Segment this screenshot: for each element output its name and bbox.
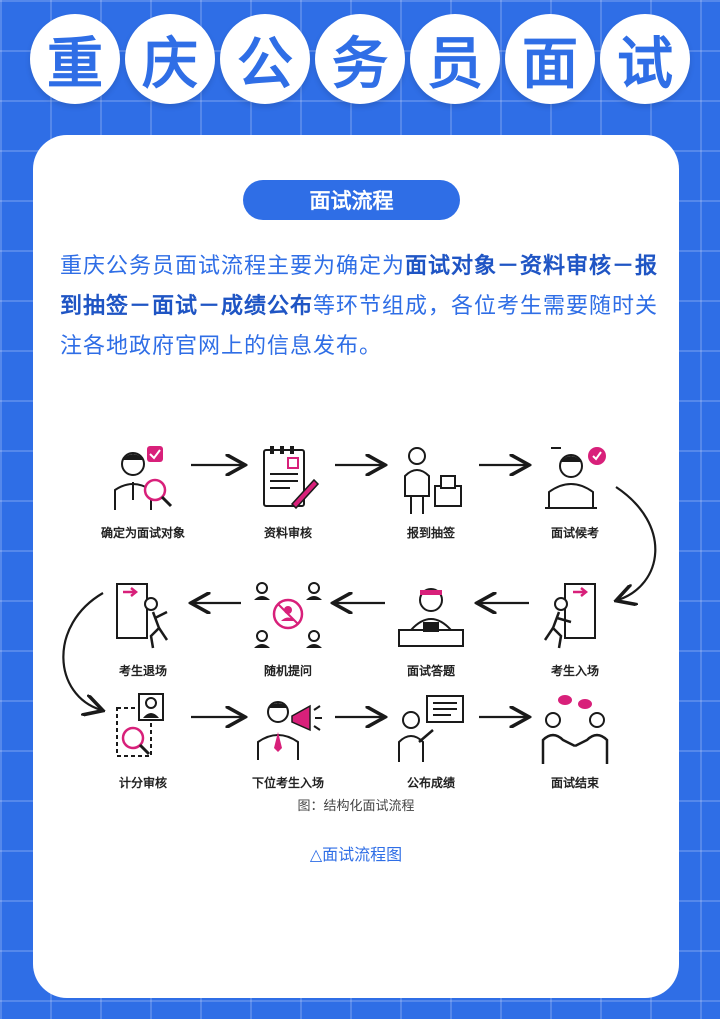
title-char: 员	[410, 14, 500, 104]
content-card: 面试流程 重庆公务员面试流程主要为确定为面试对象－资料审核－报到抽签－面试－成绩…	[33, 135, 679, 998]
step-label: 面试答题	[406, 664, 455, 678]
person-exit-door-icon	[116, 583, 169, 649]
person-magnifier-icon	[114, 446, 173, 510]
title-char: 公	[220, 14, 310, 104]
title-char: 务	[315, 14, 405, 104]
flow-arrows	[62, 425, 657, 785]
flow-step-enter: 考生入场	[510, 578, 640, 698]
handshake-icon	[541, 695, 609, 764]
step-label: 确定为面试对象	[100, 526, 185, 540]
flow-step-answer: 面试答题	[366, 578, 496, 698]
intro-suffix: 等环节组成，各位考生需要随时关注各地政府官网上的信息发布。	[60, 294, 659, 359]
step-label: 报到抽签	[406, 526, 455, 540]
person-megaphone-icon	[257, 701, 322, 760]
title-char: 面	[505, 14, 595, 104]
step-label: 面试结束	[550, 776, 599, 790]
person-box-icon	[404, 447, 462, 514]
step-label: 资料审核	[263, 526, 312, 540]
flow-step-confirm: 确定为面试对象	[78, 440, 208, 560]
flow-step-exit: 考生退场	[78, 578, 208, 698]
step-label: 计分审核	[118, 776, 167, 790]
flow-step-waiting: 面试候考	[510, 440, 640, 560]
diagram-caption: 图：结构化面试流程	[297, 799, 415, 814]
person-desk-answer-icon	[398, 588, 464, 647]
flow-step-results: 公布成绩	[366, 690, 496, 810]
flow-step-checkin: 报到抽签	[366, 440, 496, 560]
page-title: 重 庆 公 务 员 面 试	[0, 14, 720, 104]
intro-prefix: 重庆公务员面试流程主要为确定为	[60, 254, 406, 279]
person-waiting-icon	[545, 447, 606, 509]
intro-paragraph: 重庆公务员面试流程主要为确定为面试对象－资料审核－报到抽签－面试－成绩公布等环节…	[60, 247, 660, 367]
document-pen-icon	[263, 446, 320, 510]
intro-bold-steps: 面试对象－资料审核－报到抽签－面试－成绩公布	[60, 254, 659, 319]
title-char: 试	[600, 14, 690, 104]
figure-title: △面试流程图	[309, 845, 403, 864]
step-label: 公布成绩	[406, 776, 455, 790]
step-label: 面试候考	[550, 526, 599, 540]
step-label: 随机提问	[263, 664, 312, 678]
flow-step-score: 计分审核	[78, 690, 208, 810]
flow-arrow	[616, 486, 657, 600]
flow-step-questions: 随机提问	[223, 578, 353, 698]
person-enter-door-icon	[543, 583, 596, 649]
flow-step-end: 面试结束	[510, 690, 640, 810]
title-char: 庆	[125, 14, 215, 104]
score-review-icon	[116, 693, 164, 757]
step-label: 考生入场	[550, 664, 599, 678]
flow-arrow	[62, 592, 103, 710]
people-question-icon	[254, 582, 322, 648]
section-pill: 面试流程	[243, 180, 460, 220]
flow-step-next: 下位考生入场	[223, 690, 353, 810]
step-label: 下位考生入场	[251, 776, 324, 790]
title-char: 重	[30, 14, 120, 104]
flow-step-review: 资料审核	[223, 440, 353, 560]
person-board-icon	[398, 695, 464, 762]
step-label: 考生退场	[118, 664, 167, 678]
